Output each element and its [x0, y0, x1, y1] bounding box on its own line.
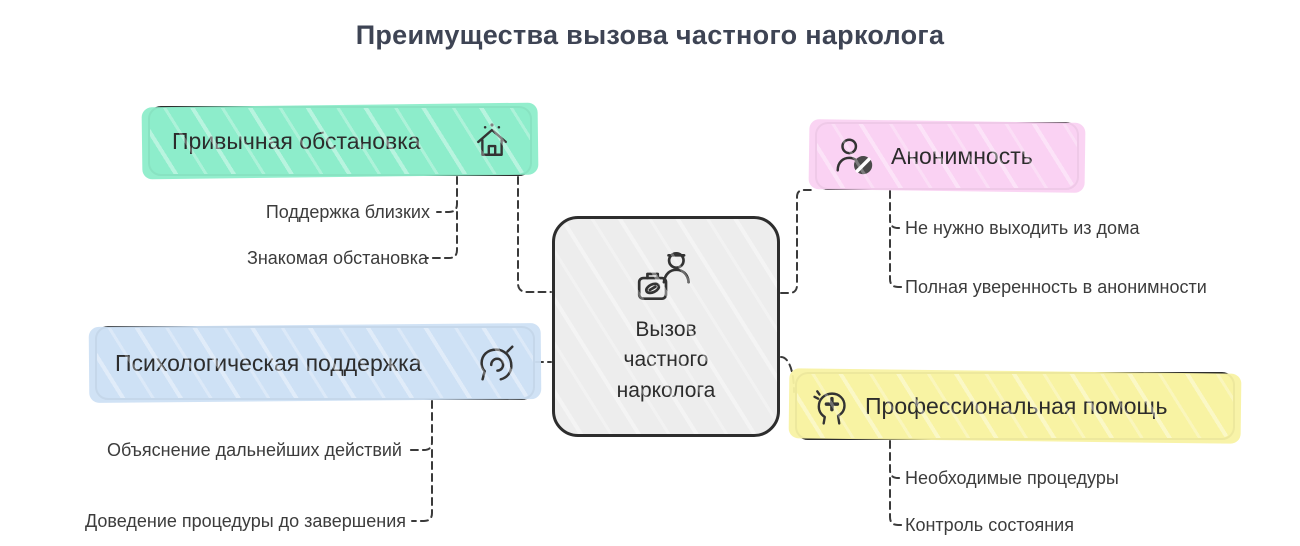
connector-professional-child-2	[889, 477, 903, 526]
branch-anonymity: Анонимность	[815, 122, 1079, 190]
connector-center-to-anonymity	[780, 189, 815, 294]
center-node: Вызов частного нарколога	[552, 216, 780, 437]
psychology-icon	[473, 340, 519, 386]
child-label-completing-procedure: Доведение процедуры до завершения	[85, 511, 406, 531]
branch-habitual-environment-label: Привычная обстановка	[172, 127, 421, 154]
center-node-label: Вызов частного нарколога	[616, 317, 716, 402]
child-label-support-of-relatives: Поддержка близких	[265, 202, 430, 222]
connector-anonymity-child-1	[889, 190, 903, 229]
branch-psychological-support: Психологическая поддержка	[95, 326, 535, 400]
child-label-necessary-procedures: Необходимые процедуры	[905, 468, 1119, 488]
connector-anonymity-child-2	[889, 227, 903, 288]
branch-psychological-support-label: Психологическая поддержка	[115, 349, 422, 376]
child-label-full-anonymity-confidence: Полная уверенность в анонимности	[905, 277, 1207, 297]
child-label-explaining-next-steps: Объяснение дальнейших действий	[106, 440, 402, 460]
branch-professional-help: Профессиональная помощь	[795, 372, 1235, 440]
medical-cross-icon	[809, 384, 853, 428]
house-icon	[470, 119, 514, 163]
connector-psychology-child-2	[411, 449, 433, 522]
narcologist-briefcase-icon	[633, 247, 699, 307]
connector-habitual-to-center	[517, 176, 552, 293]
child-label-condition-monitoring: Контроль состояния	[905, 515, 1074, 535]
connector-professional-child-1	[889, 440, 903, 479]
branch-habitual-environment: Привычная обстановка	[148, 106, 532, 176]
diagram-title: Преимущества вызова частного нарколога	[355, 20, 945, 50]
branch-professional-help-label: Профессиональная помощь	[865, 392, 1168, 419]
child-label-familiar-setting: Знакомая обстановка	[246, 248, 428, 268]
connector-psychology-child-1	[406, 400, 433, 451]
anonymity-icon	[831, 133, 877, 179]
child-label-no-need-to-leave-home: Не нужно выходить из дома	[905, 218, 1140, 238]
connector-habitual-child-2	[425, 211, 458, 259]
connector-habitual-child-1	[436, 176, 458, 213]
branch-anonymity-label: Анонимность	[891, 142, 1033, 169]
